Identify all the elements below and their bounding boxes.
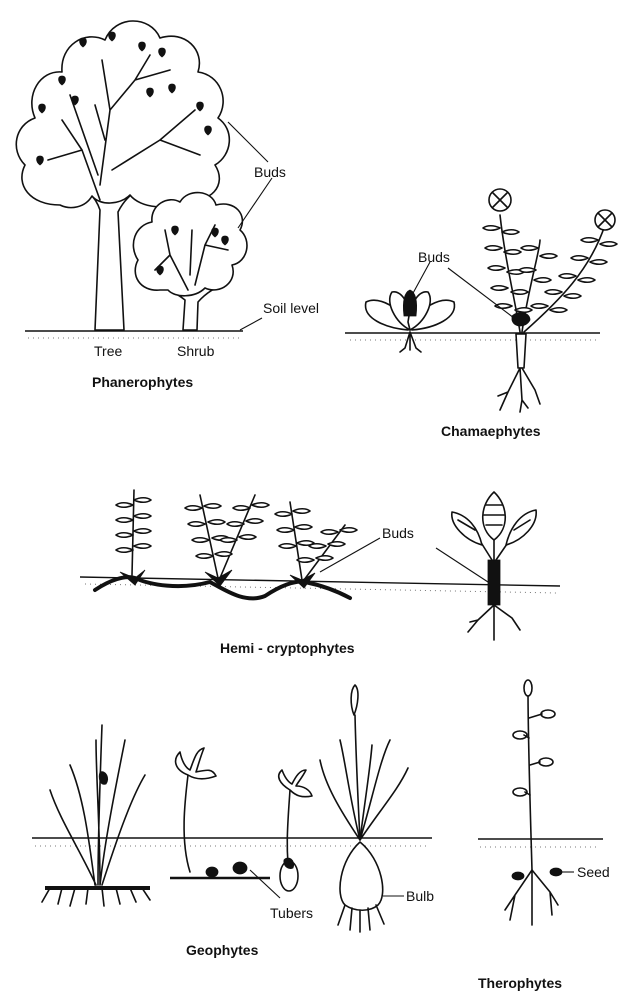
soil-pointer-hemicryptophytes <box>436 548 488 582</box>
geophytes-title: Geophytes <box>186 942 259 958</box>
soil-level-pointer <box>240 318 262 330</box>
therophytes-title: Therophytes <box>478 975 562 991</box>
hemicryptophytes-section: Buds Hemi - cryptophytes <box>80 490 560 656</box>
seed-label: Seed <box>577 864 610 880</box>
runner-plant-icon <box>95 490 536 640</box>
tubers-pointer <box>250 870 280 898</box>
tree-label: Tree <box>94 343 122 359</box>
geophytes-section: Tubers Bulb Geophytes <box>32 685 434 958</box>
buds-label-chamaephytes: Buds <box>418 249 450 265</box>
tuber-plant-icon <box>170 748 312 891</box>
chamaephytes-title: Chamaephytes <box>441 423 541 439</box>
buds-pointer-flowering <box>448 268 514 318</box>
rosette-plant-icon <box>366 290 455 352</box>
hemicryptophytes-title: Hemi - cryptophytes <box>220 640 355 656</box>
chamaephytes-section: Buds Chamaephytes <box>345 189 617 439</box>
tubers-label: Tubers <box>270 905 313 921</box>
buds-pointer-tree <box>228 122 268 162</box>
buds-label-phanerophytes: Buds <box>254 164 286 180</box>
bulb-label: Bulb <box>406 888 434 904</box>
buds-label-hemicryptophytes: Buds <box>382 525 414 541</box>
phanerophytes-title: Phanerophytes <box>92 374 193 390</box>
therophytes-section: Seed Therophytes <box>478 680 610 991</box>
annual-plant-icon <box>505 680 562 925</box>
soil-level-label: Soil level <box>263 300 319 316</box>
buds-pointer-rosette <box>412 262 430 295</box>
grass-plant-icon <box>42 725 150 906</box>
shrub-icon <box>133 193 247 330</box>
shrub-label: Shrub <box>177 343 215 359</box>
flowering-plant-icon <box>483 189 617 412</box>
bulb-plant-icon <box>320 685 408 932</box>
buds-pointer-shrub <box>238 178 272 228</box>
phanerophytes-section: Buds Soil level Tree Shrub Phanerophytes <box>16 21 319 390</box>
